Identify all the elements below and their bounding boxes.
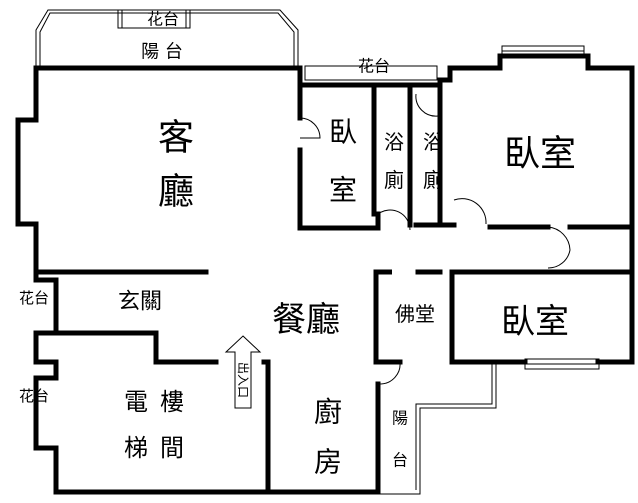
elevator-label-3: 梯 xyxy=(124,434,148,462)
bath-1-label-1: 浴 xyxy=(384,130,404,154)
dining-label: 餐廳 xyxy=(272,300,340,340)
small-bedroom-label-1: 臥 xyxy=(329,116,357,149)
lower-balcony-label-2: 台 xyxy=(392,451,408,470)
doors xyxy=(299,93,571,385)
living-label-2: 廳 xyxy=(158,172,194,213)
entrance-arrow-icon xyxy=(224,335,262,409)
master-bedroom-label: 臥室 xyxy=(504,134,576,175)
top-planter-label: 花台 xyxy=(147,10,179,29)
elevator-label-2: 樓 xyxy=(160,388,184,416)
left-planter-1-label: 花台 xyxy=(19,289,49,307)
bath-1-label-2: 廁 xyxy=(384,168,404,192)
exterior-walls xyxy=(15,53,635,495)
left-planter-2-label: 花台 xyxy=(19,387,49,405)
small-bedroom-label-2: 室 xyxy=(329,174,357,207)
shrine-label: 佛堂 xyxy=(395,302,435,326)
shrine-partition xyxy=(376,269,392,275)
top-balcony-label: 陽 台 xyxy=(141,42,183,63)
bath-2-label-1: 浴 xyxy=(423,130,443,154)
top-balcony-outline xyxy=(35,9,299,68)
balcony-labels: 花台 陽 台 花台 花台 花台 陽 台 xyxy=(19,10,408,470)
entrance-label: 出入口 xyxy=(236,362,250,398)
mid-planter-label: 花台 xyxy=(358,57,390,76)
elevator-label-4: 間 xyxy=(160,434,184,462)
room-labels: 客 廳 臥 室 浴 廁 浴 廁 臥室 臥室 餐廳 玄關 佛堂 電 樓 梯 間 廚… xyxy=(118,116,576,479)
foyer-label: 玄關 xyxy=(118,290,162,315)
lower-bedroom-label: 臥室 xyxy=(501,302,569,342)
bath-2-label-2: 廁 xyxy=(423,168,443,192)
interior-walls xyxy=(33,77,635,495)
mid-planter-outline xyxy=(304,65,438,81)
kitchen-label-2: 房 xyxy=(314,446,342,479)
elevator-label-1: 電 xyxy=(124,388,148,416)
living-label-1: 客 xyxy=(158,118,194,159)
kitchen-label-1: 廚 xyxy=(314,396,342,429)
lower-balcony-label-1: 陽 xyxy=(392,409,408,428)
lower-balcony-outline xyxy=(380,364,497,495)
